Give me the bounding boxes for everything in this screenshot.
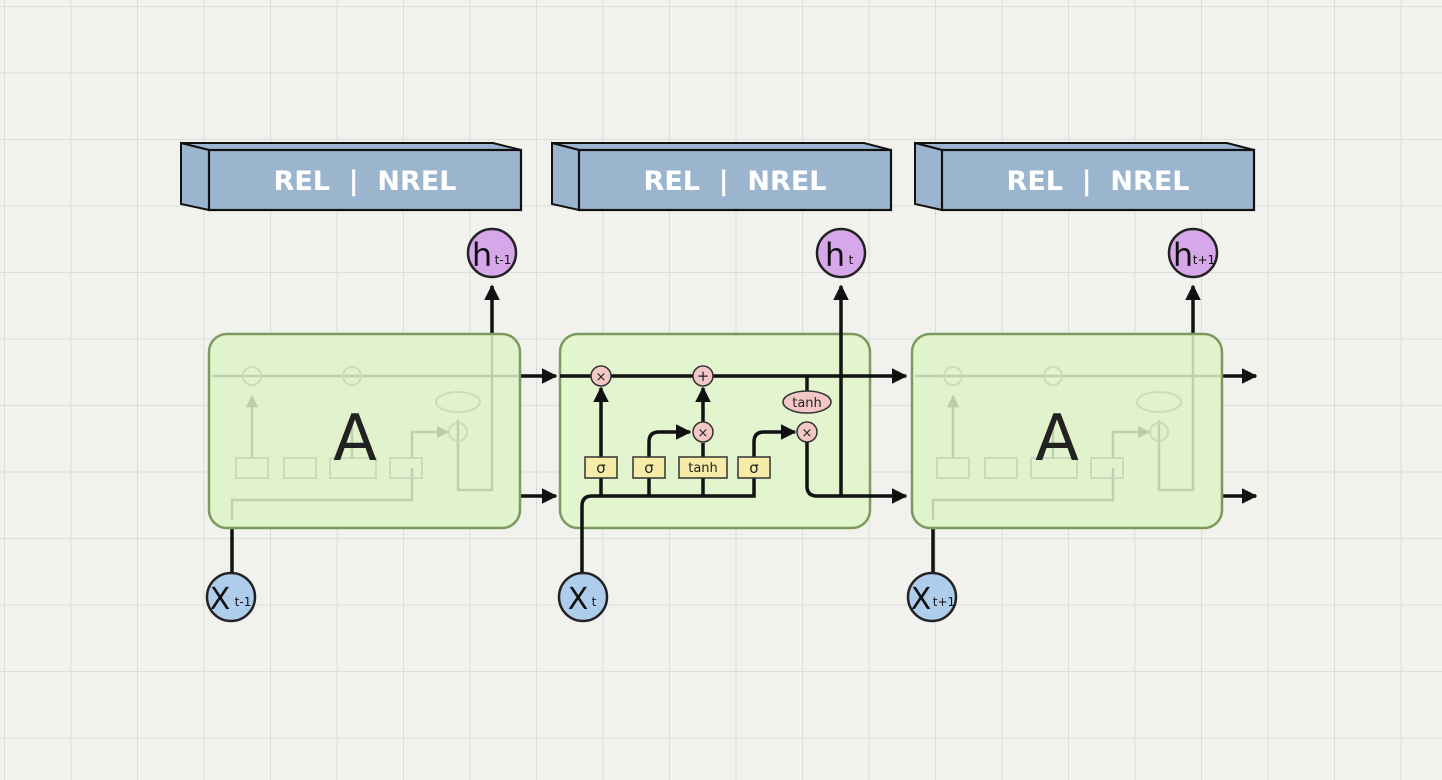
- candidate-gate: tanh: [678, 456, 728, 479]
- output-node-1: h t-1: [466, 227, 518, 279]
- header-label-text: REL | NREL: [644, 166, 827, 197]
- multiply-icon: ×: [596, 370, 607, 385]
- output-node-sub: t-1: [495, 253, 512, 267]
- input-node-3: X t+1: [906, 571, 958, 623]
- input-node-base: X: [210, 582, 231, 617]
- input-node-base: X: [568, 582, 589, 617]
- sigma-label: σ: [596, 459, 606, 477]
- header-label-1: REL | NREL: [180, 141, 523, 212]
- header-label-2: REL | NREL: [551, 141, 893, 212]
- connections: [520, 368, 1258, 504]
- lstm-cell-2: × + × × tanh σ σ tanh: [558, 284, 908, 575]
- multiply-icon: ×: [698, 426, 709, 441]
- output-node-sub: t: [849, 253, 854, 267]
- pointwise-tanh: tanh: [782, 390, 832, 414]
- input-node-1: X t-1: [205, 571, 257, 623]
- forget-gate: σ: [584, 456, 618, 479]
- lstm-cell-3: A: [910, 284, 1224, 572]
- tanh-label: tanh: [792, 396, 822, 411]
- pointwise-add: +: [692, 365, 714, 387]
- input-node-base: X: [911, 582, 932, 617]
- input-node-sub: t-1: [235, 595, 252, 609]
- cell-label: A: [1035, 402, 1079, 476]
- header-label-3: REL | NREL: [914, 141, 1256, 212]
- sigma-label: σ: [644, 459, 654, 477]
- pointwise-multiply-output: ×: [796, 421, 818, 443]
- output-node-base: h: [1173, 236, 1193, 274]
- cell-label: A: [333, 402, 377, 476]
- output-gate: σ: [737, 456, 771, 479]
- output-node-base: h: [472, 236, 492, 274]
- lstm-cell-1: A: [207, 284, 522, 572]
- add-icon: +: [697, 367, 710, 385]
- output-node-base: h: [825, 236, 845, 274]
- input-node-sub: t+1: [933, 595, 955, 609]
- output-node-3: h t+1: [1167, 227, 1219, 279]
- input-node-2: X t: [557, 571, 609, 623]
- sigma-label: σ: [749, 459, 759, 477]
- input-gate: σ: [632, 456, 666, 479]
- multiply-icon: ×: [802, 426, 813, 441]
- output-node-sub: t+1: [1193, 253, 1215, 267]
- header-label-text: REL | NREL: [1007, 166, 1190, 197]
- tanh-label: tanh: [688, 461, 718, 476]
- output-node-2: h t: [815, 227, 867, 279]
- input-node-sub: t: [592, 595, 597, 609]
- pointwise-multiply-input: ×: [692, 421, 714, 443]
- header-label-text: REL | NREL: [274, 166, 457, 197]
- pointwise-multiply-forget: ×: [590, 365, 612, 387]
